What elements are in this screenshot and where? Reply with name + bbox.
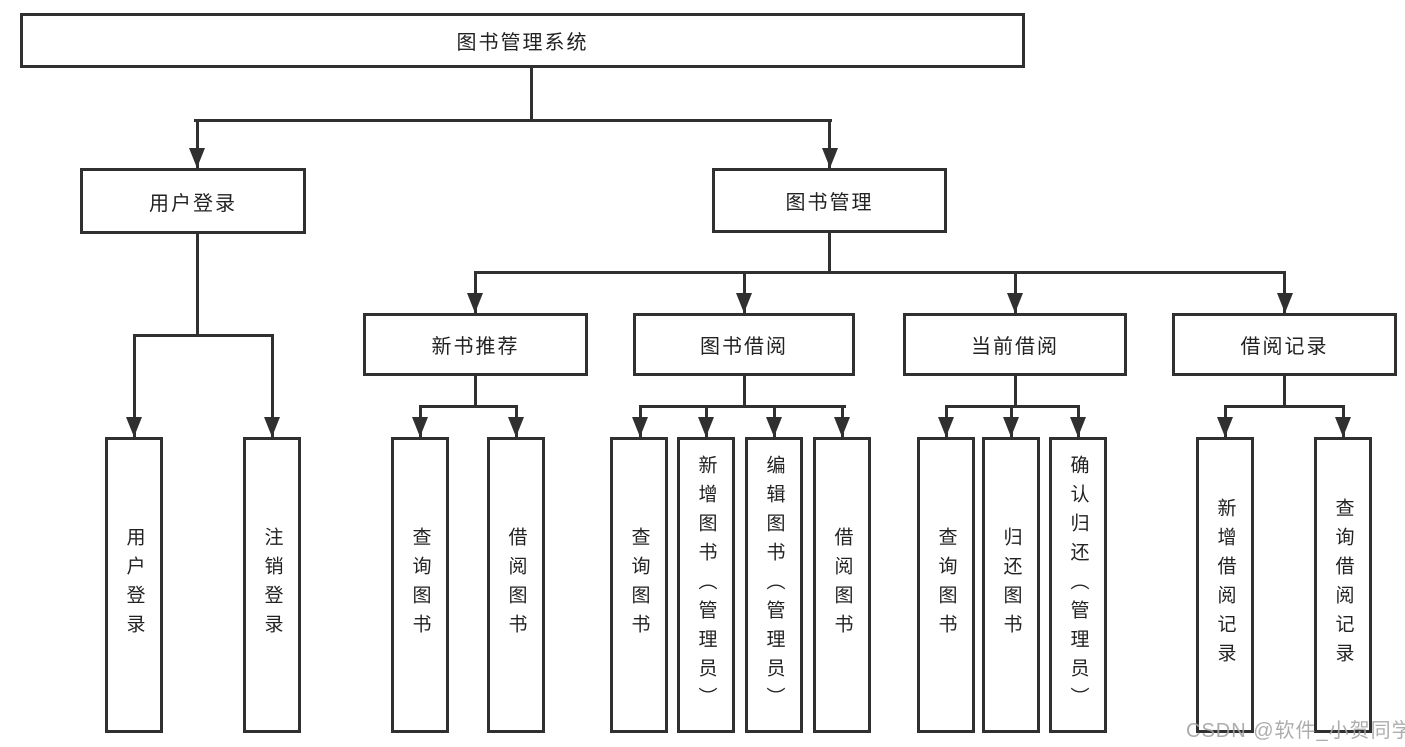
connector-arrow-leaf-confirm-return <box>1076 405 1080 437</box>
connector-arrow-new-rec <box>473 271 477 313</box>
node-root: 图书管理系统 <box>20 13 1025 68</box>
leaf-borrow-books-rec-label: 借阅图书 <box>505 527 527 643</box>
leaf-user-login: 用户登录 <box>105 437 163 733</box>
node-borrow-records: 借阅记录 <box>1172 313 1397 376</box>
node-book-borrow-label: 图书借阅 <box>700 336 788 358</box>
node-current-borrow: 当前借阅 <box>903 313 1127 376</box>
connector-book-borrow-bar <box>638 405 846 408</box>
node-book-mgmt: 图书管理 <box>712 168 947 233</box>
leaf-query-borrow-record: 查询借阅记录 <box>1314 437 1372 733</box>
watermark-text: CSDN @软件_小贺同学 <box>1186 720 1405 742</box>
connector-arrow-leaf-logout <box>270 334 274 437</box>
leaf-borrow-books-borrow-label: 借阅图书 <box>831 527 853 643</box>
connector-arrow-user-login-branch <box>195 119 199 168</box>
connector-level2-bar <box>473 271 1286 274</box>
connector-new-rec-bar <box>418 405 518 408</box>
leaf-add-books-admin-label: 新增图书（管理员） <box>695 454 717 716</box>
leaf-borrow-books-rec: 借阅图书 <box>487 437 545 733</box>
connector-arrow-leaf-query-books-1 <box>418 405 422 437</box>
leaf-return-books-label: 归还图书 <box>1000 527 1022 643</box>
leaf-add-borrow-record-label: 新增借阅记录 <box>1214 498 1236 672</box>
leaf-confirm-return-admin-label: 确认归还（管理员） <box>1067 454 1089 716</box>
leaf-add-books-admin: 新增图书（管理员） <box>677 437 735 733</box>
connector-user-login-stub <box>195 233 199 337</box>
connector-book-mgmt-stub <box>828 233 831 274</box>
connector-arrow-borrow-records <box>1283 271 1286 313</box>
leaf-logout: 注销登录 <box>243 437 301 733</box>
connector-level1-bar <box>194 119 832 122</box>
connector-arrow-leaf-borrow-books-1 <box>514 405 518 437</box>
leaf-query-books-borrow: 查询图书 <box>610 437 668 733</box>
connector-borrow-records-bar <box>1223 405 1345 408</box>
leaf-query-books-current: 查询图书 <box>917 437 975 733</box>
leaf-return-books: 归还图书 <box>982 437 1040 733</box>
node-borrow-records-label: 借阅记录 <box>1240 336 1329 358</box>
connector-borrow-records-stub <box>1283 376 1286 408</box>
node-book-borrow: 图书借阅 <box>633 313 855 376</box>
connector-arrow-leaf-query-record <box>1341 405 1345 437</box>
leaf-edit-books-admin: 编辑图书（管理员） <box>745 437 803 733</box>
leaf-query-books-rec-label: 查询图书 <box>409 527 431 643</box>
connector-arrow-leaf-query-books-2 <box>638 405 642 437</box>
node-user-login: 用户登录 <box>80 168 306 234</box>
node-new-book-rec: 新书推荐 <box>363 313 588 376</box>
leaf-query-borrow-record-label: 查询借阅记录 <box>1332 498 1354 672</box>
connector-arrow-leaf-borrow-books-2 <box>840 405 844 437</box>
leaf-query-books-rec: 查询图书 <box>391 437 449 733</box>
leaf-query-books-current-label: 查询图书 <box>935 527 957 643</box>
connector-arrow-leaf-edit-books <box>772 405 776 437</box>
node-current-borrow-label: 当前借阅 <box>971 336 1059 358</box>
leaf-borrow-books-borrow: 借阅图书 <box>813 437 871 733</box>
connector-current-borrow-stub <box>1013 376 1017 408</box>
node-new-book-rec-label: 新书推荐 <box>431 336 520 358</box>
connector-new-rec-stub <box>473 376 477 408</box>
connector-arrow-book-borrow <box>742 271 746 313</box>
connector-book-borrow-stub <box>742 376 746 408</box>
leaf-query-books-borrow-label: 查询图书 <box>628 527 650 643</box>
connector-arrow-book-mgmt-branch <box>828 119 831 168</box>
connector-arrow-leaf-add-books <box>704 405 708 437</box>
node-root-label: 图书管理系统 <box>456 32 589 54</box>
leaf-user-login-label: 用户登录 <box>123 527 145 643</box>
connector-arrow-leaf-return-books <box>1009 405 1013 437</box>
node-user-login-label: 用户登录 <box>149 192 237 215</box>
connector-root-trunk <box>529 68 533 122</box>
leaf-add-borrow-record: 新增借阅记录 <box>1196 437 1254 733</box>
node-book-mgmt-label: 图书管理 <box>785 192 874 214</box>
leaf-confirm-return-admin: 确认归还（管理员） <box>1049 437 1107 733</box>
connector-arrow-leaf-user-login <box>132 334 136 437</box>
leaf-edit-books-admin-label: 编辑图书（管理员） <box>763 454 785 716</box>
connector-user-login-bar <box>132 334 274 337</box>
leaf-logout-label: 注销登录 <box>261 527 283 643</box>
connector-arrow-leaf-add-record <box>1223 405 1227 437</box>
connector-arrow-leaf-query-books-3 <box>944 405 948 437</box>
connector-arrow-current-borrow <box>1013 271 1017 313</box>
